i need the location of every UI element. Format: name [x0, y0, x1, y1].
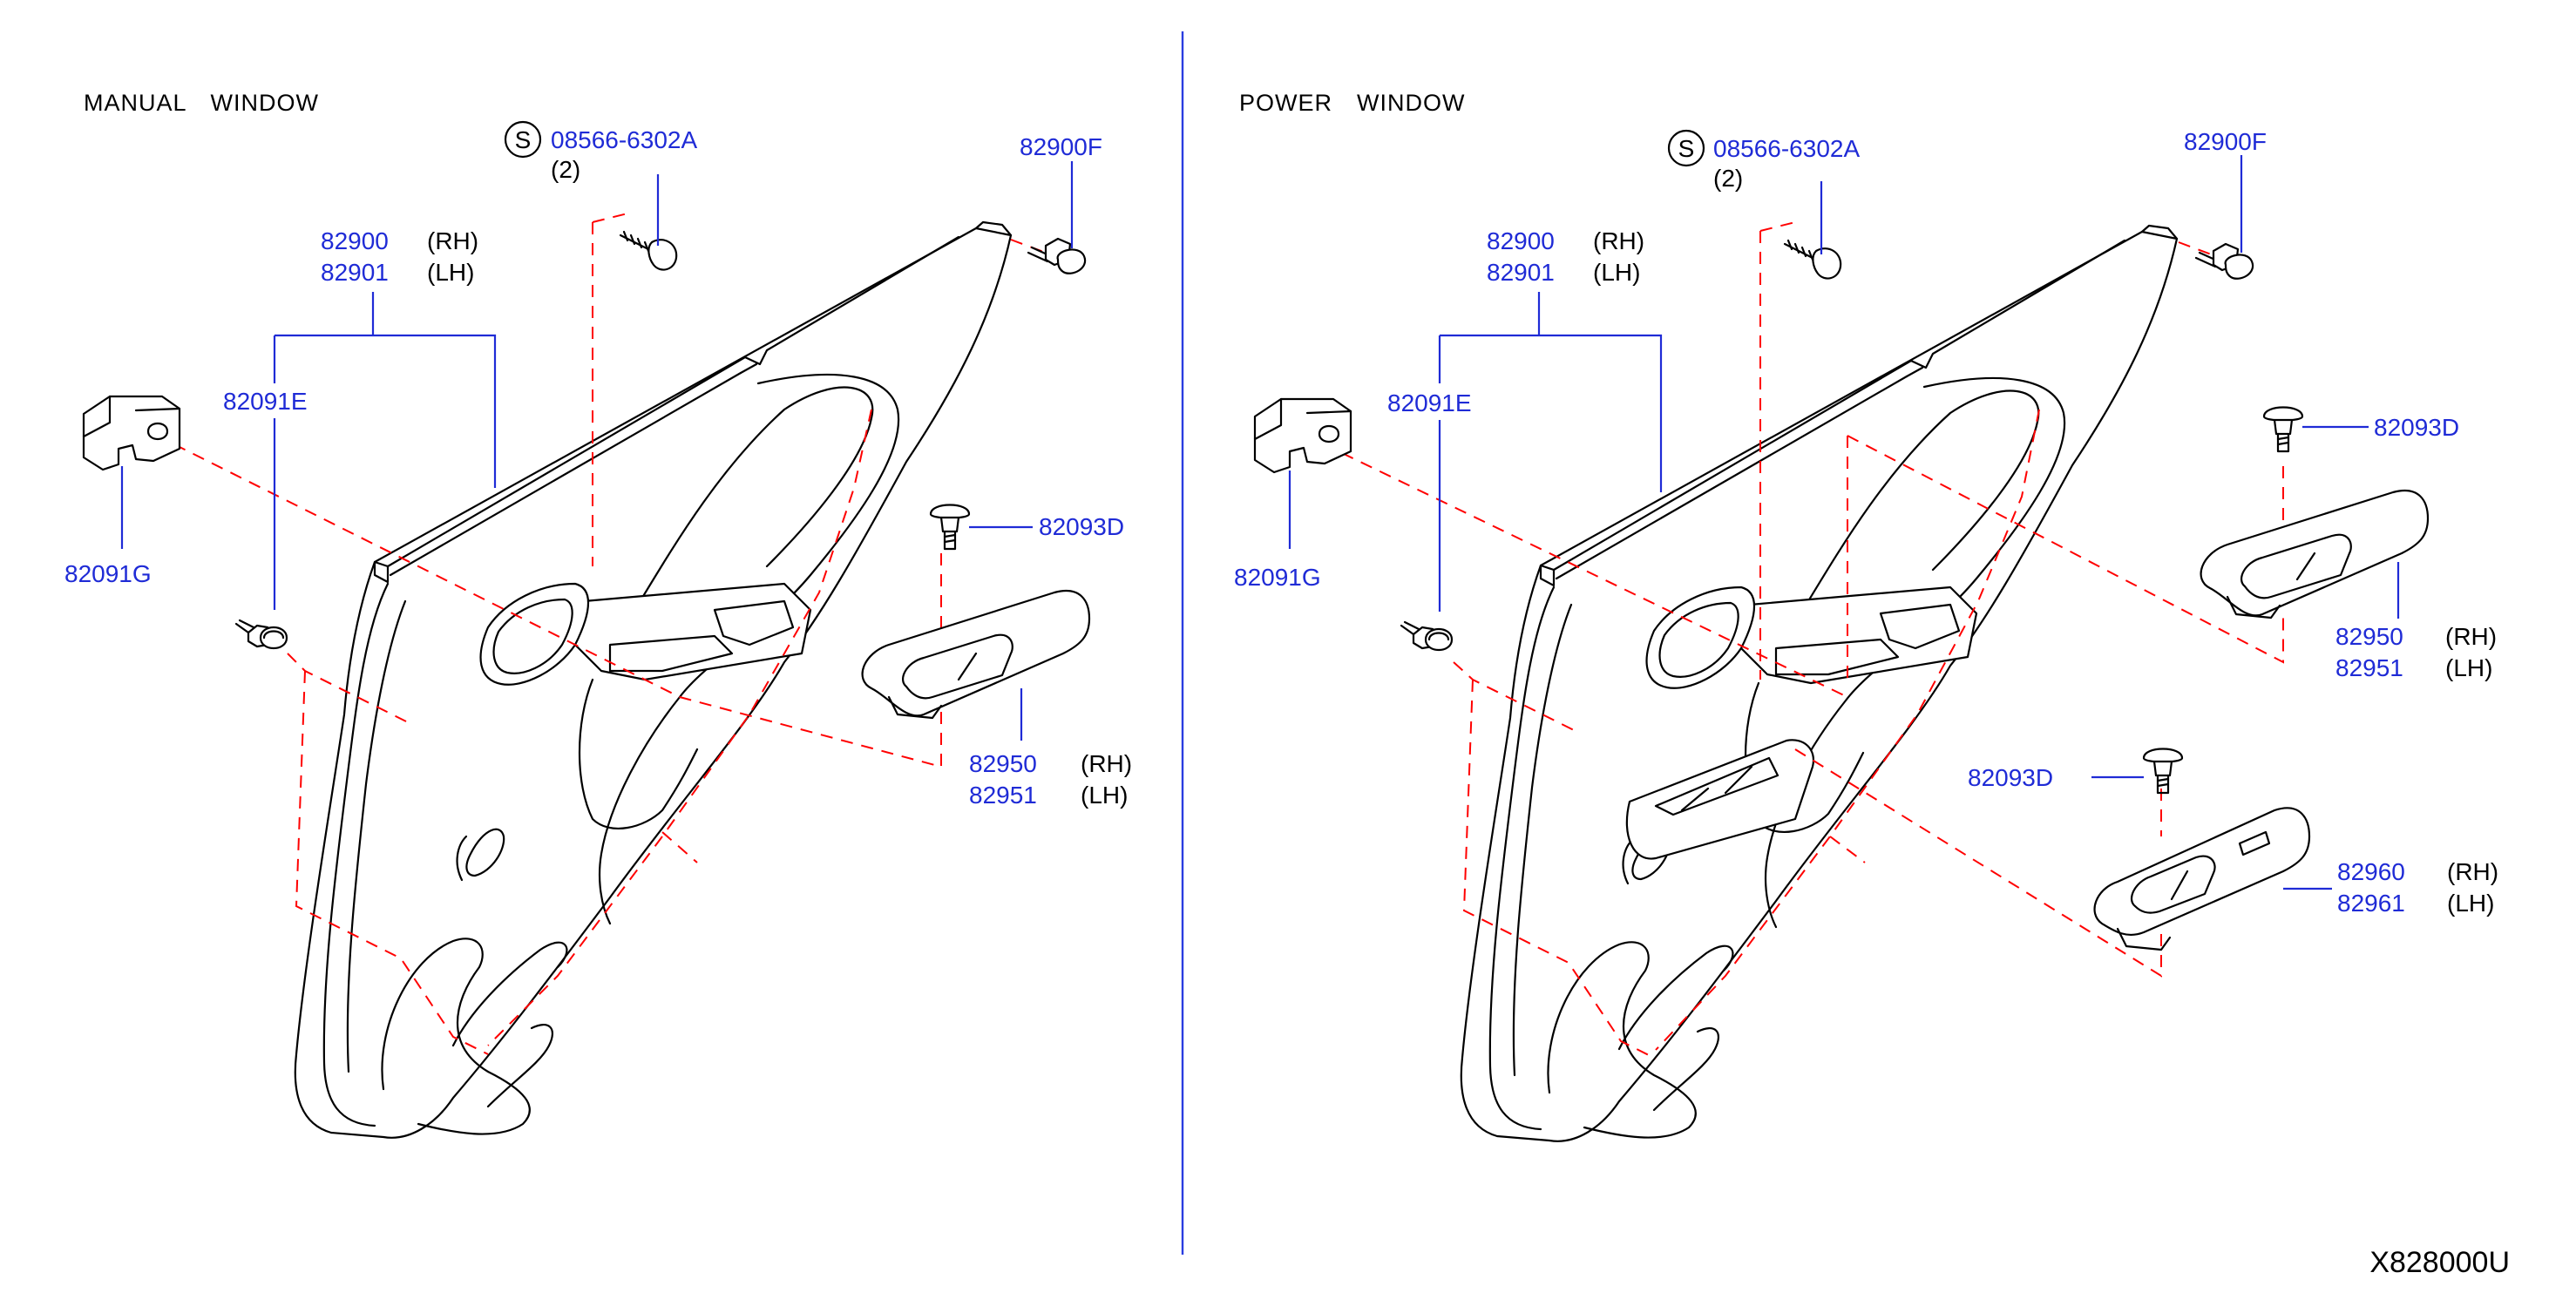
- switch-bezel: [1625, 739, 1815, 860]
- screw-d-icon: [2142, 748, 2184, 795]
- screw-d2-part-number[interactable]: 82093D: [1968, 764, 2053, 791]
- trim-rh-part-number[interactable]: 82900: [321, 227, 389, 254]
- screw-d-part-number[interactable]: 82093D: [2374, 414, 2459, 441]
- switch-lh-side: (LH): [2447, 890, 2494, 917]
- leader-line: [273, 292, 497, 488]
- panel-title: MANUAL WINDOW: [84, 90, 319, 116]
- finisher-lh-part-number[interactable]: 82951: [969, 782, 1037, 809]
- clip-e-part-number[interactable]: 82091E: [223, 388, 308, 415]
- manual-window-panel: MANUAL WINDOW S 08566-6302A (2) 82900F 8…: [64, 90, 1132, 1139]
- finisher-rh-part-number[interactable]: 82950: [969, 750, 1037, 777]
- hidden-line: [1655, 409, 2040, 1051]
- s-symbol-icon: [1667, 129, 1705, 167]
- screw-d-icon: [2262, 406, 2304, 453]
- switch-finisher-icon: [2093, 807, 2311, 951]
- clip-icon: [1027, 237, 1087, 274]
- clip-top-part-number[interactable]: 82900F: [1020, 133, 1102, 160]
- hidden-line: [487, 409, 872, 1046]
- hidden-line: [661, 831, 698, 863]
- hidden-line: [1829, 836, 1866, 863]
- screw-prefix: S: [515, 126, 532, 153]
- switch-rh-side: (RH): [2447, 858, 2498, 885]
- retainer-clip-icon: [82, 395, 181, 471]
- finisher-lh-side: (LH): [2445, 654, 2492, 681]
- power-window-panel: POWER WINDOW S 08566-6302A (2) 82900F 82…: [1234, 90, 2498, 1142]
- retainer-clip-icon: [1253, 397, 1352, 474]
- screw-quantity: (2): [1713, 165, 1743, 192]
- hidden-line: [1847, 435, 2284, 664]
- leader-line: [1438, 292, 1663, 492]
- screw-part-number[interactable]: 08566-6302A: [551, 126, 697, 153]
- panel-title: POWER WINDOW: [1239, 90, 1465, 116]
- finisher-rh-side: (RH): [1081, 750, 1132, 777]
- trim-lh-side: (LH): [1593, 259, 1640, 286]
- trim-rh-part-number[interactable]: 82900: [1487, 227, 1555, 254]
- screw-d-icon: [929, 504, 971, 551]
- trim-lh-part-number[interactable]: 82901: [1487, 259, 1555, 286]
- finisher-rh-side: (RH): [2445, 623, 2497, 650]
- push-clip-icon: [234, 619, 288, 650]
- push-clip-icon: [1400, 620, 1454, 652]
- trim-lh-part-number[interactable]: 82901: [321, 259, 389, 286]
- trim-lh-side: (LH): [427, 259, 474, 286]
- screw-d-part-number[interactable]: 82093D: [1039, 513, 1124, 540]
- hidden-line: [592, 213, 628, 566]
- hidden-line: [295, 670, 489, 1055]
- finisher-icon: [2200, 489, 2430, 619]
- hidden-line: [1759, 221, 1796, 680]
- finisher-icon: [861, 589, 1091, 720]
- clip-g-part-number[interactable]: 82091G: [1234, 564, 1321, 591]
- hidden-line: [1341, 452, 1848, 698]
- clip-icon: [2194, 242, 2254, 280]
- hidden-line: [2178, 241, 2214, 256]
- screw-prefix: S: [1678, 135, 1695, 162]
- finisher-lh-part-number[interactable]: 82951: [2335, 654, 2403, 681]
- hidden-line: [1794, 748, 2162, 978]
- screw-part-number[interactable]: 08566-6302A: [1713, 135, 1860, 162]
- clip-top-part-number[interactable]: 82900F: [2184, 128, 2267, 155]
- trim-rh-side: (RH): [427, 227, 478, 254]
- screw-quantity: (2): [551, 156, 580, 183]
- finisher-lh-side: (LH): [1081, 782, 1128, 809]
- switch-rh-part-number[interactable]: 82960: [2337, 858, 2405, 885]
- screw-icon: [1783, 239, 1842, 280]
- clip-g-part-number[interactable]: 82091G: [64, 560, 152, 587]
- screw-icon: [619, 230, 678, 271]
- switch-lh-part-number[interactable]: 82961: [2337, 890, 2405, 917]
- finisher-rh-part-number[interactable]: 82950: [2335, 623, 2403, 650]
- hidden-line: [1462, 679, 1657, 1059]
- clip-e-part-number[interactable]: 82091E: [1387, 389, 1472, 416]
- hidden-line: [173, 443, 942, 768]
- s-symbol-icon: [504, 120, 542, 159]
- diagram-code: X828000U: [2369, 1246, 2510, 1279]
- trim-rh-side: (RH): [1593, 227, 1644, 254]
